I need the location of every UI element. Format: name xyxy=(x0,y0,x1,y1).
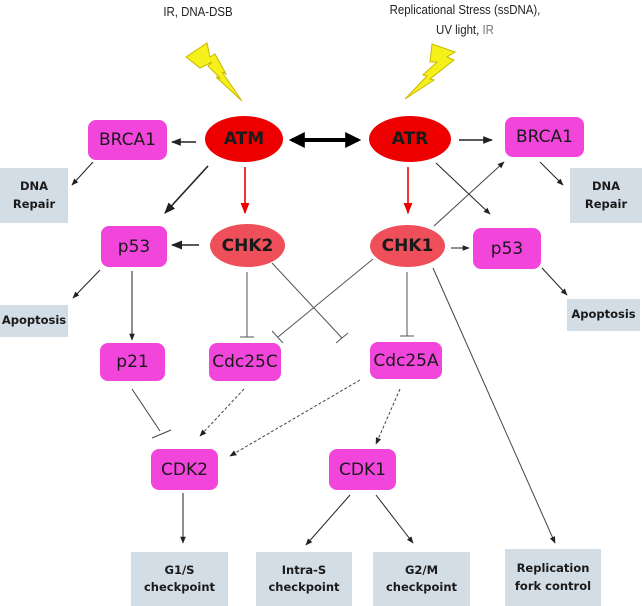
stimulus-atr-line2: UV light, IR xyxy=(364,20,566,40)
outcome-g2m-checkpoint: G2/M checkpoint xyxy=(373,552,470,606)
edge-cdc25c-cdk2 xyxy=(199,388,245,437)
node-atm: ATM xyxy=(205,116,283,162)
edge-brca1-dnarepair xyxy=(71,161,94,186)
outcome-replication-fork-line1: Replication xyxy=(516,561,590,576)
node-cdk1-label: CDK1 xyxy=(339,459,386,480)
edge-p53-apoptosis-right xyxy=(541,267,568,296)
edge-cdc25a-cdk2 xyxy=(229,379,361,457)
node-cdk1: CDK1 xyxy=(329,449,396,490)
outcome-g2m-line1: G2/M xyxy=(404,562,439,577)
outcome-apoptosis-left: Apoptosis xyxy=(0,305,68,337)
node-chk1: CHK1 xyxy=(370,225,445,267)
stimulus-label-atm: IR, DNA-DSB xyxy=(136,4,259,19)
outcome-dna-repair-right: DNA Repair xyxy=(570,168,642,223)
node-brca1-right-label: BRCA1 xyxy=(516,127,573,147)
edge-atm-p53 xyxy=(164,165,209,214)
stimulus-atr-ir: IR xyxy=(482,22,494,37)
outcome-g1s-line2: checkpoint xyxy=(143,580,216,594)
outcome-intra-s-line1: Intra-S xyxy=(281,562,327,577)
node-cdk2: CDK2 xyxy=(151,449,218,490)
edge-cdc25a-cdk1 xyxy=(375,388,401,445)
outcome-dna-repair-left: DNA Repair xyxy=(0,168,68,223)
node-cdc25c: Cdc25C xyxy=(209,343,281,381)
stimulus-atm-text: IR, DNA-DSB xyxy=(163,4,233,19)
edge-chk2-cdc25a-bar xyxy=(335,332,349,344)
node-p53-left: p53 xyxy=(101,226,167,267)
outcome-apoptosis-right: Apoptosis xyxy=(567,299,640,331)
node-brca1-left-label: BRCA1 xyxy=(99,130,156,150)
lightning-bolt-icon-atr xyxy=(404,43,457,100)
outcome-replication-fork-control: Replication fork control xyxy=(505,549,601,606)
stimulus-atr-line1: Replicational Stress (ssDNA), xyxy=(389,2,541,17)
outcome-g1s-checkpoint: G1/S checkpoint xyxy=(131,552,228,606)
node-chk2: CHK2 xyxy=(210,224,285,267)
edge-chk2-cdc25a xyxy=(271,262,343,339)
node-cdc25c-label: Cdc25C xyxy=(212,352,278,372)
node-p21: p21 xyxy=(100,343,165,381)
edge-p21-cdk2-bar xyxy=(151,429,172,439)
edge-chk1-replication-fork xyxy=(432,267,556,544)
node-p53-right: p53 xyxy=(473,228,541,269)
node-atr-label: ATR xyxy=(391,129,429,149)
node-chk2-label: CHK2 xyxy=(221,235,274,256)
edge-cdk1-intras xyxy=(305,494,351,546)
outcome-apoptosis-left-label: Apoptosis xyxy=(1,313,67,328)
edge-chk1-cdc25c xyxy=(277,258,374,338)
node-atm-label: ATM xyxy=(223,129,265,149)
outcome-intra-s-checkpoint: Intra-S checkpoint xyxy=(256,552,352,606)
node-cdc25a-label: Cdc25A xyxy=(373,350,439,371)
edge-brca1-dnarepair-right xyxy=(539,161,564,186)
outcome-g1s-line1: G1/S xyxy=(164,562,195,577)
outcome-apoptosis-right-label: Apoptosis xyxy=(571,307,636,322)
node-cdc25a: Cdc25A xyxy=(370,342,442,379)
node-p53-left-label: p53 xyxy=(117,236,151,257)
node-chk1-label: CHK1 xyxy=(381,236,434,256)
outcome-dna-repair-right-line2: Repair xyxy=(584,196,628,211)
outcome-intra-s-line2: checkpoint xyxy=(268,580,340,594)
edge-p21-cdk2 xyxy=(131,388,161,432)
outcome-dna-repair-left-line1: DNA xyxy=(19,179,49,194)
node-brca1-right: BRCA1 xyxy=(505,117,584,157)
edge-atr-p53 xyxy=(435,162,491,215)
edge-chk1-brca1 xyxy=(433,161,505,227)
node-p21-label: p21 xyxy=(116,352,149,372)
edge-p53-apoptosis xyxy=(72,269,101,299)
node-brca1-left: BRCA1 xyxy=(88,120,167,160)
node-atr: ATR xyxy=(369,116,451,162)
edge-cdk1-g2m xyxy=(375,494,414,544)
outcome-g2m-line2: checkpoint xyxy=(385,580,458,594)
outcome-dna-repair-right-line1: DNA xyxy=(591,179,621,194)
outcome-replication-fork-line2: fork control xyxy=(514,578,592,593)
node-cdk2-label: CDK2 xyxy=(161,459,208,480)
stimulus-label-atr: Replicational Stress (ssDNA), UV light, … xyxy=(364,0,566,40)
edge-chk1-cdc25c-bar xyxy=(271,330,284,344)
lightning-bolt-icon-atm xyxy=(185,42,243,102)
outcome-dna-repair-left-line2: Repair xyxy=(12,196,56,211)
stimulus-atr-uv: UV light, xyxy=(436,22,480,37)
node-p53-right-label: p53 xyxy=(490,238,524,259)
